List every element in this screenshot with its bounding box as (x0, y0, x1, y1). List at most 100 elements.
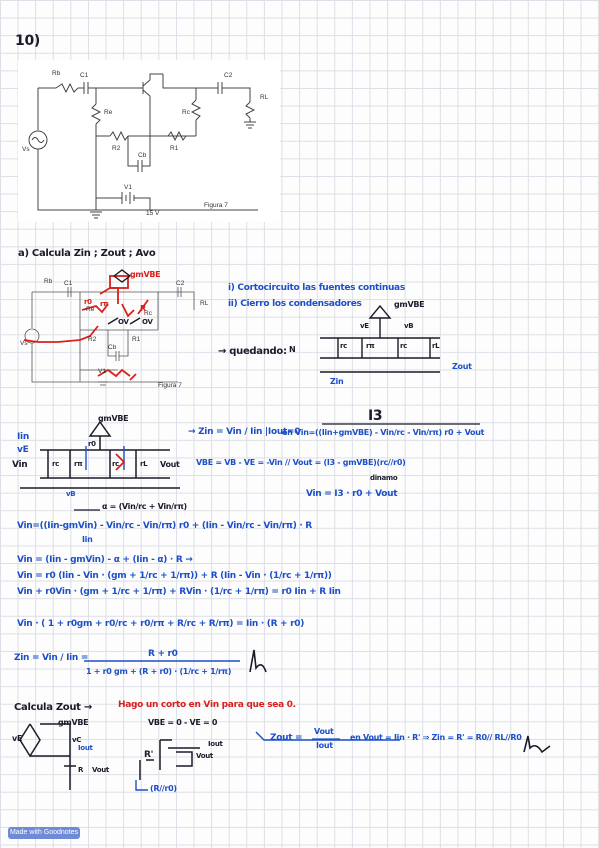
zout-iout: Iout (78, 744, 93, 752)
fig2-label-rl: RL (200, 300, 209, 307)
arrow-text: → quedando: (218, 346, 287, 357)
label-rb: Rb (52, 70, 61, 77)
label-re: Re (104, 109, 113, 116)
label-r2: R2 (112, 145, 121, 152)
problem-number: 10) (15, 33, 40, 49)
zout-r: R (78, 766, 84, 774)
fig2-label-re: Re (86, 306, 95, 313)
fig2-label-c2: C2 (176, 280, 185, 287)
small-vc: vB (404, 322, 414, 330)
label-v1-value: 15 V (146, 210, 160, 217)
main-vout: Vout (160, 460, 180, 469)
zout-def-lhs: Zout = (270, 733, 303, 743)
zout-rprime-def: (R//r0) (150, 784, 177, 793)
circuit-figure-2 (23, 269, 195, 386)
figure-1-caption: Figura 7 (204, 202, 228, 209)
main-iin: Iin (17, 432, 29, 442)
zout-vout-rel: en Vout = Iin · R' ⇒ Zin = R' = R0// RL/… (350, 733, 522, 742)
zout-gm: gmVBE (58, 718, 89, 727)
zout-vbe-zero: VBE = 0 - VE = 0 (148, 718, 218, 727)
fig2-ov-left: OV (118, 318, 129, 326)
fig2-r0: r0 (84, 298, 92, 306)
zout-note: Hago un corto en Vin para que sea 0. (118, 700, 296, 710)
zout-rprime: R' (144, 750, 154, 760)
eq-vbe: VBE = VB - VE = -Vin // Vout = (I3 - gmV… (196, 458, 406, 467)
fig2-rpi: rπ (100, 300, 109, 308)
fig2-label-rb: Rb (44, 278, 53, 285)
zout-def-den: Iout (316, 741, 333, 750)
circuit-figure-1 (28, 73, 258, 219)
eq-long: Vin=((Iin-gmVin) - Vin/rc - Vin/rπ) r0 +… (17, 521, 312, 531)
zout-ve: vE (12, 734, 23, 743)
main-r0: r0 (88, 440, 96, 448)
step-2: ii) Cierro los condensadores (228, 299, 362, 309)
node-label: N (289, 345, 296, 354)
eq-vin-main: en Vin=((Iin+gmVBE) - Vin/rc - Vin/rπ) r… (282, 428, 485, 437)
label-c2: C2 (224, 72, 233, 79)
small-zin: Zin (330, 377, 344, 386)
main-vb: vB (66, 490, 76, 498)
i3-label: I3 (368, 408, 383, 424)
label-v1: V1 (124, 184, 132, 191)
small-rc2: rc (400, 342, 408, 350)
fig2-label-v1: V1 (98, 368, 106, 375)
eq-4: Vin + r0Vin · (gm + 1/rc + 1/rπ) + RVin … (17, 587, 341, 597)
eq-2: Vin = (Iin - gmVin) - α + (Iin - α) · R … (17, 555, 193, 565)
small-rpi: rπ (366, 342, 375, 350)
zout-title: Calcula Zout → (14, 702, 92, 713)
zin-lhs: Zin = Vin / Iin = (14, 653, 89, 663)
main-vin: Vin (12, 460, 28, 470)
main-rpi: rπ (74, 460, 83, 468)
dinamo-label: dinamo (370, 474, 398, 482)
main-ve: vE (17, 445, 29, 455)
fig2-gm: gmVBE (130, 270, 161, 279)
fig2-label-rc: Rc (144, 310, 152, 317)
main-rl: rL (140, 460, 148, 468)
label-rc: Rc (182, 109, 190, 116)
zout-def-num: Vout (314, 727, 334, 736)
zout-vout-right: Vout (196, 752, 213, 760)
small-gm: gmVBE (394, 300, 425, 309)
zin-num: R + r0 (148, 649, 178, 659)
label-rl: RL (260, 94, 269, 101)
zout-vc: vC (72, 736, 82, 744)
main-rc2: rc (112, 460, 120, 468)
label-r1: R1 (170, 145, 179, 152)
eq-3: Vin = r0 (Iin - Vin · (gm + 1/rc + 1/rπ)… (17, 571, 332, 581)
alpha-def: α = (Vin/rc + Vin/rπ) (102, 502, 187, 511)
fig2-label-vs: Vs (20, 340, 28, 347)
label-vs: Vs (22, 146, 30, 153)
figure-1: Rb C1 C2 RL Re Rc R2 R1 Cb Vs V1 15 V Fi… (18, 60, 280, 222)
label-cb: Cb (138, 152, 147, 159)
fig2-r-red: R (140, 304, 146, 313)
zin-den: 1 + r0 gm + (R + r0) · (1/rc + 1/rπ) (86, 667, 232, 676)
small-ve: vE (360, 322, 369, 330)
eq-vin-i3: Vin = I3 · r0 + Vout (306, 489, 398, 499)
figure-2: Rb C1 C2 RL Re Rc R2 R1 Cb Vs V1 Figura … (18, 269, 218, 396)
zout-iout-right: Iout (208, 740, 223, 748)
small-rl: rL (432, 342, 440, 350)
fig2-caption: Figura 7 (158, 382, 182, 389)
main-rc: rc (52, 460, 60, 468)
fig2-label-cb: Cb (108, 344, 117, 351)
label-c1: C1 (80, 72, 89, 79)
main-gm: gmVBE (98, 414, 129, 423)
eq-long-iin: Iin (82, 535, 93, 544)
fig2-label-r2: R2 (88, 336, 97, 343)
fig2-label-r1: R1 (132, 336, 141, 343)
fig2-ov-right: OV (142, 318, 153, 326)
fig2-label-c1: C1 (64, 280, 73, 287)
small-zout: Zout (452, 362, 472, 371)
eq-5: Vin · ( 1 + r0gm + r0/rc + r0/rπ + R/rc … (17, 619, 305, 629)
goodnotes-badge: Made with Goodnotes (8, 827, 80, 839)
small-rc: rc (340, 342, 348, 350)
step-1: i) Cortocircuito las fuentes continuas (228, 283, 405, 293)
eq-zin-def: → Zin = Vin / Iin |Iout=0 (188, 427, 301, 437)
zout-vout: Vout (92, 766, 109, 774)
